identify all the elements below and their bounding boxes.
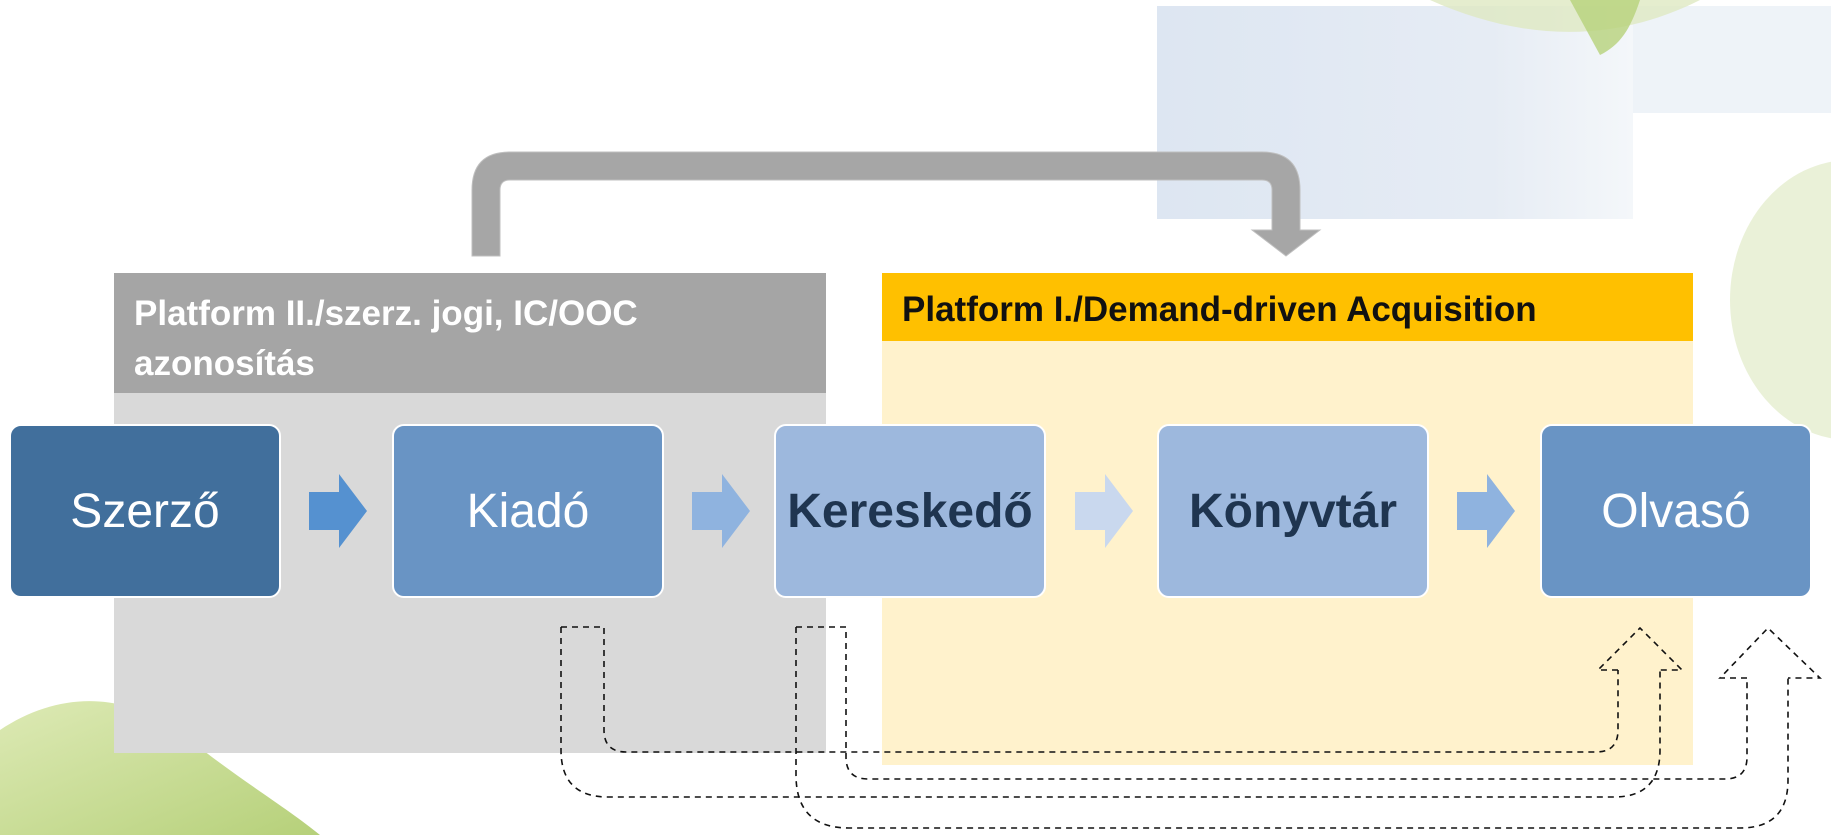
dashed-path-kiado-2 bbox=[560, 627, 1661, 798]
decor-leaf-bottom-left bbox=[0, 701, 320, 835]
dashed-arrowhead-2 bbox=[1718, 626, 1822, 679]
node-konyvtar[interactable]: Könyvtár bbox=[1157, 424, 1429, 598]
bent-arrow-top bbox=[471, 151, 1322, 257]
decor-leaf-top-dark bbox=[1570, 0, 1640, 55]
node-kiado[interactable]: Kiadó bbox=[392, 424, 664, 598]
dashed-path-kiado-1 bbox=[561, 626, 1619, 753]
platform1-title: Platform I./Demand-driven Acquisition bbox=[902, 290, 1537, 329]
decor-blue-rect-right bbox=[1633, 6, 1831, 113]
node-szerzo[interactable]: Szerző bbox=[9, 424, 281, 598]
chevron-arrow-3 bbox=[1075, 474, 1133, 548]
decor-leaf-right bbox=[1730, 161, 1831, 439]
dashed-arrowhead-1 bbox=[1596, 626, 1684, 671]
platform1-header: Platform I./Demand-driven Acquisition bbox=[882, 273, 1693, 341]
platform2-title: Platform II./szerz. jogi, IC/OOC azonosí… bbox=[134, 294, 638, 383]
chevron-arrow-2 bbox=[692, 474, 750, 548]
dashed-path-keresk-2 bbox=[795, 627, 1789, 829]
chevron-arrow-4 bbox=[1457, 474, 1515, 548]
dashed-path-keresk-1 bbox=[796, 626, 1748, 780]
chevron-arrow-1 bbox=[309, 474, 367, 548]
decor-blue-rect bbox=[1157, 6, 1633, 219]
node-olvaso[interactable]: Olvasó bbox=[1540, 424, 1812, 598]
platform2-header: Platform II./szerz. jogi, IC/OOC azonosí… bbox=[114, 273, 826, 393]
node-kereskedo[interactable]: Kereskedő bbox=[774, 424, 1046, 598]
